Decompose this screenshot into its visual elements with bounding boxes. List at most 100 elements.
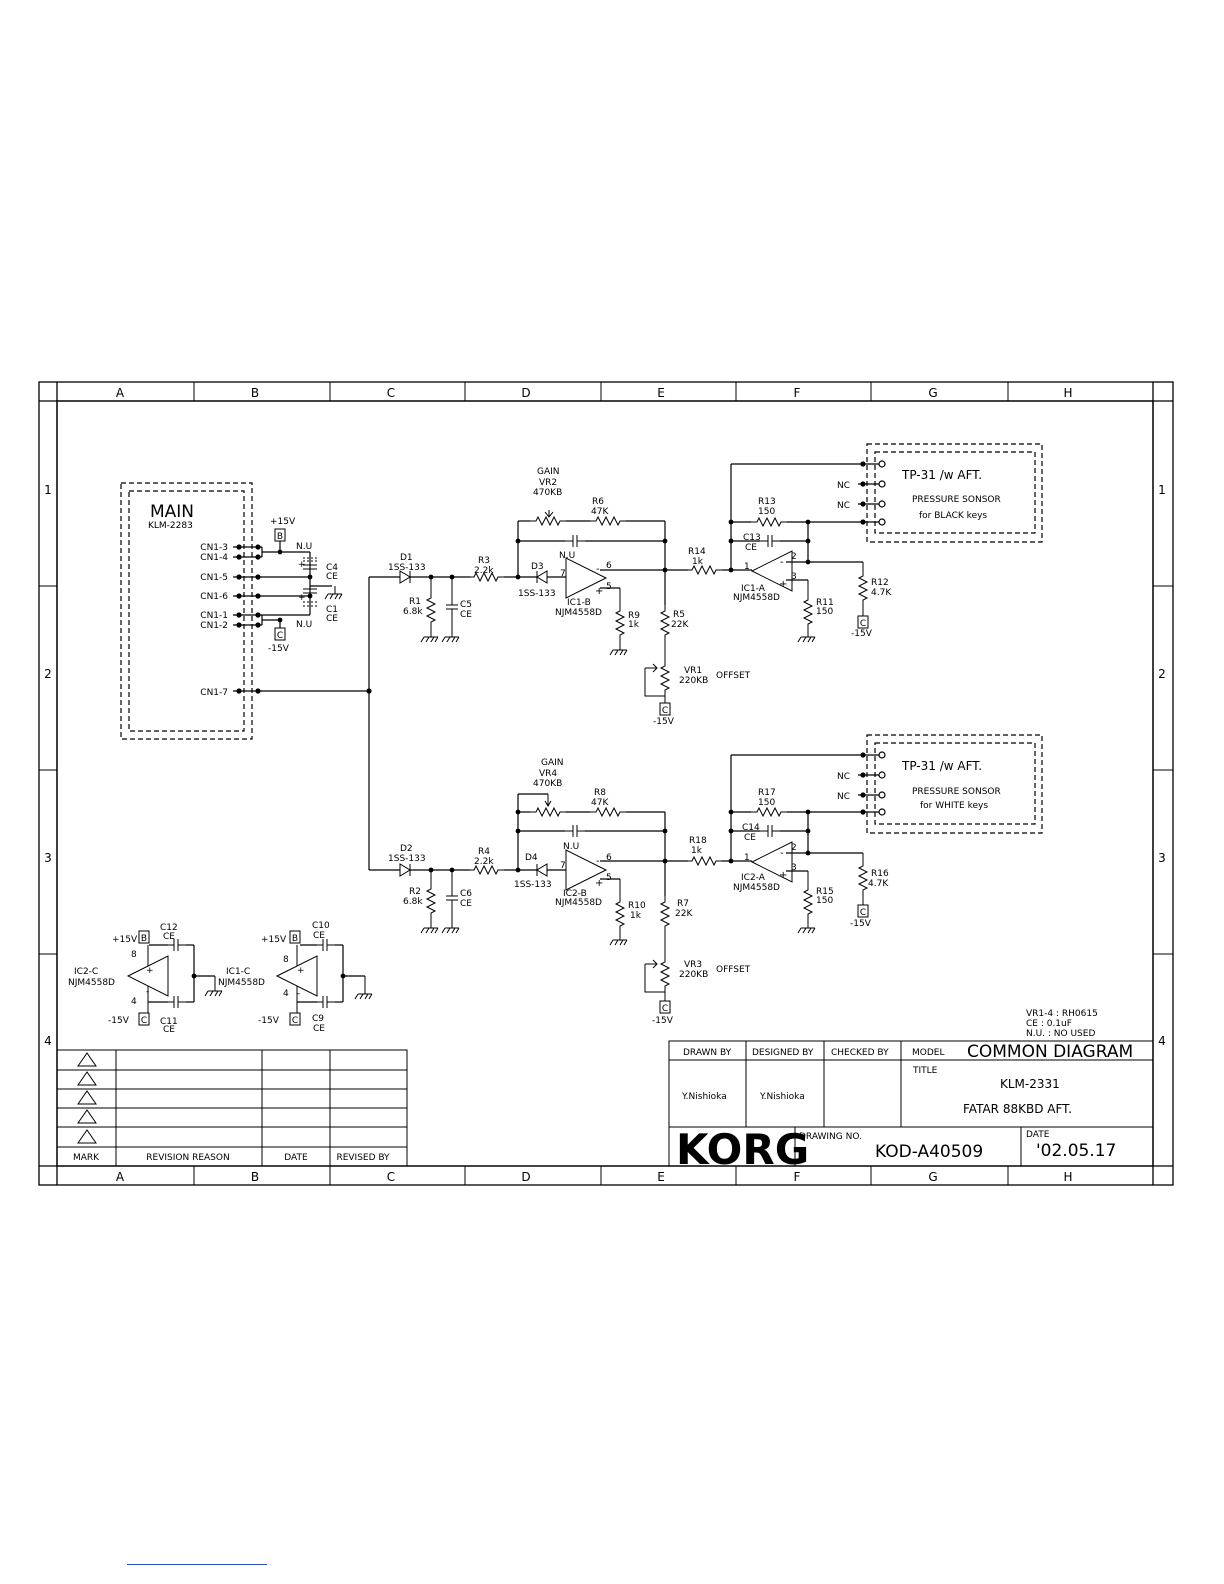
r4-label: R4 [478, 847, 490, 857]
frame-row-labels: 1 2 3 4 1 2 3 4 [44, 483, 1166, 1048]
title-label: TITLE [912, 1066, 938, 1076]
col-label: C [387, 1170, 395, 1184]
ic1c-label: IC1-C [226, 967, 250, 977]
c6-type: CE [460, 899, 472, 909]
svg-text:+: + [595, 878, 603, 889]
opamp-ic2b [565, 849, 608, 891]
r18-label: R18 [689, 836, 707, 846]
c1-type: CE [326, 614, 338, 624]
col-label: A [116, 386, 125, 400]
r5-label: R5 [673, 610, 685, 620]
r7-value: 22K [675, 909, 693, 919]
note-line: N.U. : NO USED [1026, 1029, 1095, 1039]
sensor-line1: PRESSURE SONSOR [912, 495, 1001, 505]
svg-text:-: - [780, 848, 784, 859]
svg-text:-: - [780, 557, 784, 568]
r2-label: R2 [409, 887, 421, 897]
row-label: 4 [1158, 1034, 1166, 1048]
c10-type: CE [313, 931, 325, 941]
col-label: F [794, 1170, 801, 1184]
vr2-label: VR2 [539, 478, 557, 488]
pin-label: CN1-1 [200, 611, 228, 621]
sensor-box-outer [866, 734, 1043, 834]
model-value: COMMON DIAGRAM [967, 1042, 1133, 1062]
col-label: B [251, 386, 259, 400]
r9-label: R9 [628, 611, 640, 621]
r15-value: 150 [816, 896, 833, 906]
c14-label: C14 [742, 823, 760, 833]
r11-value: 150 [816, 607, 833, 617]
rev-header: REVISED BY [336, 1153, 390, 1163]
sensor-box-inner [874, 451, 1036, 534]
drawing-no-label: DRAWING NO. [799, 1132, 862, 1142]
svg-text:-: - [596, 564, 600, 575]
connector-pins [233, 544, 262, 694]
r8-value: 47K [591, 798, 609, 808]
channel-black: D1 1SS-133 R1 6.8k C5 CE R3 2.2k D3 1SS-… [369, 443, 1043, 727]
c6-label: C6 [460, 889, 472, 899]
r7-label: R7 [677, 899, 689, 909]
notes: VR1-4 : RH0615 CE : 0.1uF N.U. : NO USED [1026, 1009, 1098, 1039]
neg-supply-label: -15V [850, 919, 872, 929]
pin-label: CN1-2 [200, 621, 228, 631]
svg-text:-: - [297, 989, 300, 999]
c11-label: C11 [160, 1017, 178, 1027]
c9-label: C9 [312, 1014, 324, 1024]
title-line2: FATAR 88KBD AFT. [963, 1102, 1072, 1116]
r13-label: R13 [758, 497, 776, 507]
r13-value: 150 [758, 507, 775, 517]
pos-supply-label: +15V [270, 517, 296, 527]
svg-text:-: - [146, 987, 149, 997]
col-label: G [928, 1170, 937, 1184]
r17-label: R17 [758, 788, 776, 798]
pin-1: 1 [744, 853, 750, 863]
col-label: D [521, 386, 530, 400]
opamp-ic2a [750, 841, 793, 883]
col-label: H [1063, 386, 1072, 400]
r14-label: R14 [688, 547, 706, 557]
sensor-line2: for BLACK keys [919, 511, 987, 521]
frame-column-labels-bottom: A B C D E F G H [116, 1170, 1073, 1184]
vr4-label: VR4 [539, 769, 557, 779]
frame-column-labels-top: A B C D E F G H [116, 386, 1073, 400]
r3-label: R3 [478, 556, 490, 566]
r15-label: R15 [816, 887, 834, 897]
pin-5: 5 [606, 582, 612, 592]
sensor-connector-black: NC NC [837, 460, 886, 526]
korg-logo: KORG [676, 1125, 809, 1174]
c4-label: C4 [326, 563, 338, 573]
offset-label: OFFSET [716, 671, 751, 681]
date-value: '02.05.17 [1036, 1141, 1116, 1161]
sensor-connector-white: NC NC [837, 751, 886, 816]
svg-text:+: + [298, 560, 306, 570]
supply-decoupling: +15V B N.U C -15V N.U C4 CE C1 CE + + [261, 517, 343, 654]
signal-trunk [262, 577, 372, 870]
pos-supply-label: +15V [112, 935, 138, 945]
r14-value: 1k [692, 557, 704, 567]
svg-text:+: + [779, 579, 787, 590]
neg-supply-label: -15V [258, 1016, 280, 1026]
r12-label: R12 [871, 578, 889, 588]
gain-label: GAIN [541, 758, 564, 768]
svg-text:-: - [596, 856, 600, 867]
sensor-line1: PRESSURE SONSOR [912, 787, 1001, 797]
d2-type: 1SS-133 [388, 854, 426, 864]
pin-6: 6 [606, 561, 612, 571]
pin-6: 6 [606, 853, 612, 863]
d3-type: 1SS-133 [518, 589, 556, 599]
note-line: CE : 0.1uF [1026, 1019, 1072, 1029]
model-label: MODEL [912, 1048, 944, 1058]
r9-value: 1k [628, 620, 640, 630]
col-label: H [1063, 1170, 1072, 1184]
sensor-line2: for WHITE keys [920, 801, 988, 811]
svg-text:C: C [141, 1016, 147, 1026]
c4-type: CE [326, 572, 338, 582]
r1-label: R1 [409, 597, 421, 607]
c12-type: CE [163, 932, 175, 942]
r1-value: 6.8k [403, 607, 423, 617]
col-label: A [116, 1170, 125, 1184]
nu-cap-label: N.U [563, 842, 579, 852]
rev-header: MARK [73, 1153, 100, 1163]
opamp-ic1a [750, 550, 793, 592]
